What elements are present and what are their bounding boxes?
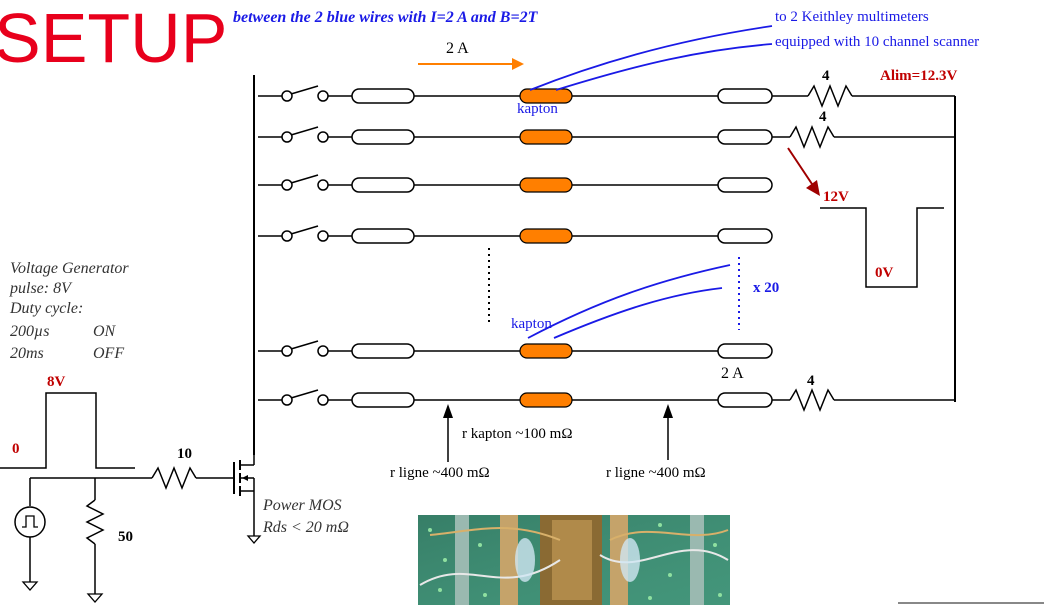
square-wave-icon	[22, 515, 38, 528]
resistor-value-1: 4	[822, 68, 830, 84]
generator-duty-cycle: Duty cycle:	[9, 300, 83, 317]
output-pulse-low-label: 0V	[875, 265, 894, 281]
current-label-bottom: 2 A	[721, 365, 744, 382]
kapton-sample	[519, 392, 573, 408]
ground-icon	[86, 593, 104, 603]
circuit-row-6	[258, 387, 955, 413]
keithley-line-1: to 2 Keithley multimeters	[775, 9, 929, 25]
gen-pulse-high-label: 8V	[47, 374, 66, 390]
arrow-r-ligne-left	[443, 404, 453, 462]
mos-label: Power MOS	[262, 497, 342, 514]
kapton-label-top: kapton	[517, 101, 558, 117]
keithley-line-2: equipped with 10 channel scanner	[775, 34, 979, 50]
resistor	[807, 83, 853, 109]
mos-rds-label: Rds < 20 mΩ	[262, 519, 349, 536]
subtitle: between the 2 blue wires with I=2 A and …	[233, 9, 539, 26]
power-mos-icon	[233, 455, 255, 536]
load-resistor	[85, 499, 105, 545]
resistor	[789, 387, 835, 413]
blue-wire-bottom-2	[553, 287, 723, 339]
circuit-row-3	[258, 174, 773, 193]
gate-resistor	[151, 465, 197, 491]
load-resistor-value: 50	[118, 529, 133, 545]
generator-on-label: ON	[93, 323, 117, 340]
generator-off-time: 20ms	[10, 345, 44, 362]
gate-resistor-value: 10	[177, 446, 192, 462]
circuit-row-1	[258, 83, 955, 109]
generator-title: Voltage Generator	[10, 260, 129, 277]
ground-icon	[246, 535, 262, 544]
circuit-row-2	[258, 124, 955, 150]
circuit-row-4	[258, 225, 773, 244]
r-ligne-left-label: r ligne ~400 mΩ	[390, 465, 490, 481]
arrow-r-ligne-right	[663, 404, 673, 460]
current-label-top: 2 A	[446, 40, 469, 57]
gen-pulse-low-label: 0	[12, 441, 20, 457]
kapton-sample	[519, 228, 573, 244]
current-arrow-top	[418, 58, 524, 70]
resistor-value-3: 4	[807, 373, 815, 389]
output-pulse-waveform	[820, 207, 944, 288]
r-ligne-right-label: r ligne ~400 mΩ	[606, 465, 706, 481]
ground-icon	[21, 581, 39, 591]
generator-pulse: pulse: 8V	[9, 280, 73, 297]
blue-wire-top-1	[529, 25, 773, 91]
r-kapton-label: r kapton ~100 mΩ	[462, 426, 573, 442]
blue-wire-top-2	[555, 43, 773, 91]
kapton-sample	[519, 177, 573, 193]
pulse-arrow	[787, 147, 820, 196]
resistor-value-2: 4	[819, 109, 827, 125]
kapton-sample	[519, 343, 573, 359]
output-pulse-high-label: 12V	[823, 189, 849, 205]
blue-wire-bottom-1	[527, 264, 731, 339]
resistor	[789, 124, 835, 150]
page-title: SETUP	[0, 0, 227, 77]
generator-off-label: OFF	[93, 345, 124, 362]
supply-voltage-label: Alim=12.3V	[880, 68, 957, 84]
generator-on-time: 200µs	[10, 323, 49, 340]
kapton-sample	[519, 129, 573, 145]
circuit-row-5	[258, 340, 773, 359]
setup-photo	[418, 515, 730, 605]
multiplier-label: x 20	[753, 280, 779, 296]
signal-source-icon	[14, 506, 46, 538]
kapton-label-bottom: kapton	[511, 316, 552, 332]
gen-pulse-waveform	[0, 392, 135, 469]
